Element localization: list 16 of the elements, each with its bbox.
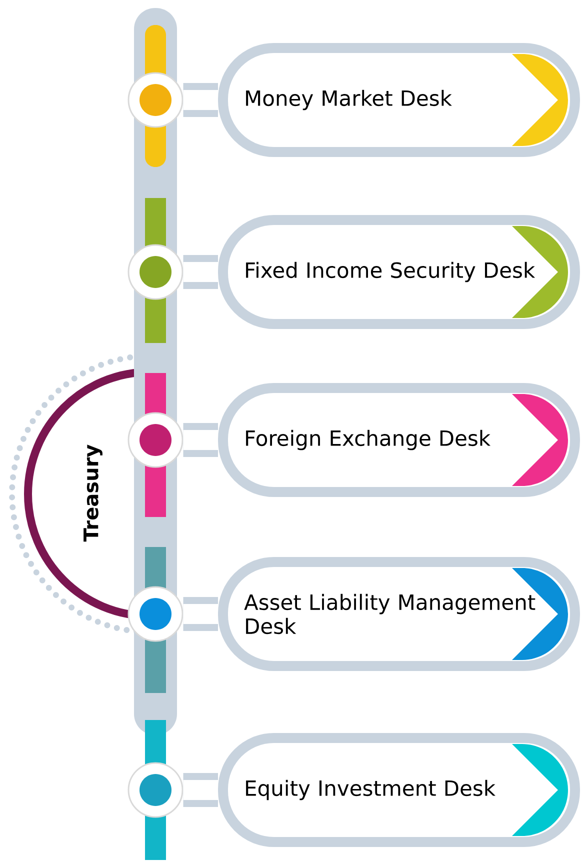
connector	[183, 255, 218, 289]
timeline-marker	[128, 586, 184, 642]
desk-capsule: Equity Investment Desk	[218, 733, 580, 847]
connector	[183, 423, 218, 457]
connector	[183, 83, 218, 117]
timeline-marker	[128, 762, 184, 818]
connector	[183, 773, 218, 807]
connector	[183, 597, 218, 631]
timeline-marker	[128, 72, 184, 128]
desk-capsule: Foreign Exchange Desk	[218, 383, 580, 497]
vertical-label: Treasury	[84, 444, 102, 542]
timeline-marker	[128, 412, 184, 468]
timeline-marker	[128, 244, 184, 300]
desk-capsule: Asset Liability Management Desk	[218, 557, 580, 671]
desk-capsule: Fixed Income Security Desk	[218, 215, 580, 329]
desk-capsule: Money Market Desk	[218, 43, 580, 157]
